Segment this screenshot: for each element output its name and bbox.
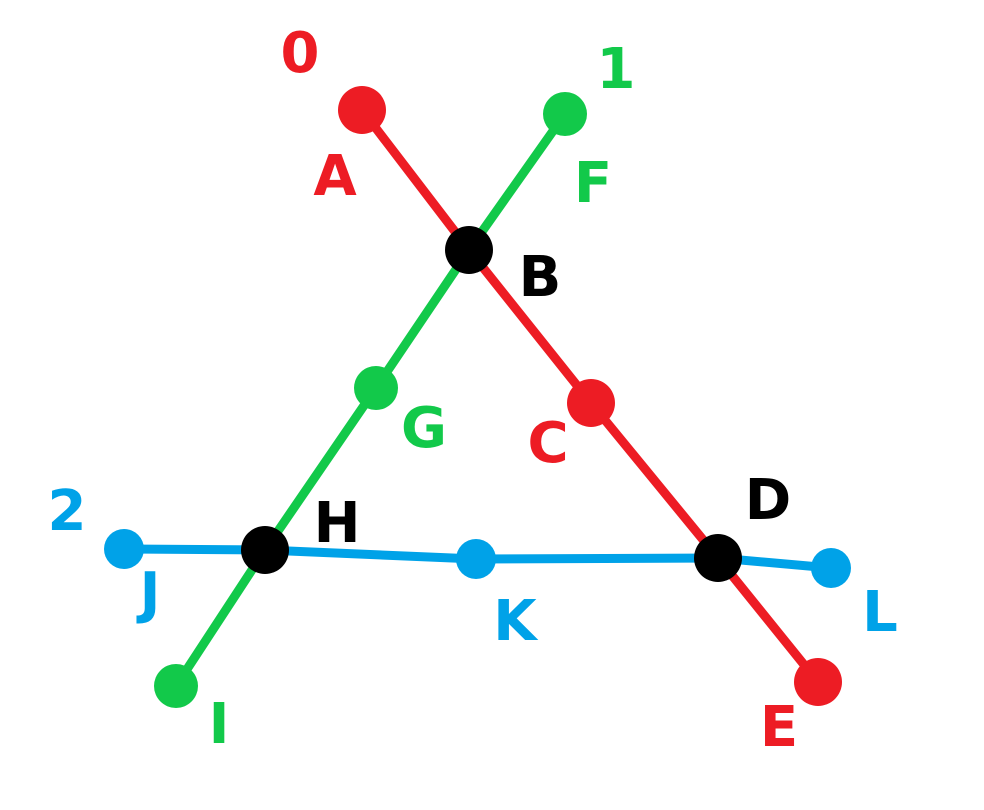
point-B xyxy=(445,226,493,274)
point-label-E: E xyxy=(760,695,798,760)
point-label-F: F xyxy=(574,151,612,216)
line-label-2: 2 xyxy=(48,479,87,544)
point-J xyxy=(104,529,144,569)
point-label-A: A xyxy=(313,144,357,209)
point-F xyxy=(543,92,587,136)
point-A xyxy=(338,86,386,134)
point-H xyxy=(241,526,289,574)
point-K xyxy=(456,539,496,579)
point-label-K: K xyxy=(493,589,539,654)
line-label-1: 1 xyxy=(597,37,636,102)
point-label-J: J xyxy=(136,561,161,626)
point-L xyxy=(811,548,851,588)
point-label-L: L xyxy=(862,580,898,645)
line-layer xyxy=(119,105,836,691)
point-label-H: H xyxy=(314,491,361,556)
point-label-G: G xyxy=(401,396,447,461)
point-D xyxy=(694,534,742,582)
point-label-I: I xyxy=(209,692,230,757)
point-layer xyxy=(104,86,851,708)
point-C xyxy=(567,379,615,427)
label-layer: A B C D E F GH I J K L 0 1 2 xyxy=(48,21,898,760)
line-label-0: 0 xyxy=(281,21,320,86)
point-label-B: B xyxy=(519,245,562,310)
point-E xyxy=(794,658,842,706)
point-I xyxy=(154,664,198,708)
point-label-C: C xyxy=(527,411,568,476)
point-G xyxy=(354,366,398,410)
point-label-D: D xyxy=(745,468,791,533)
